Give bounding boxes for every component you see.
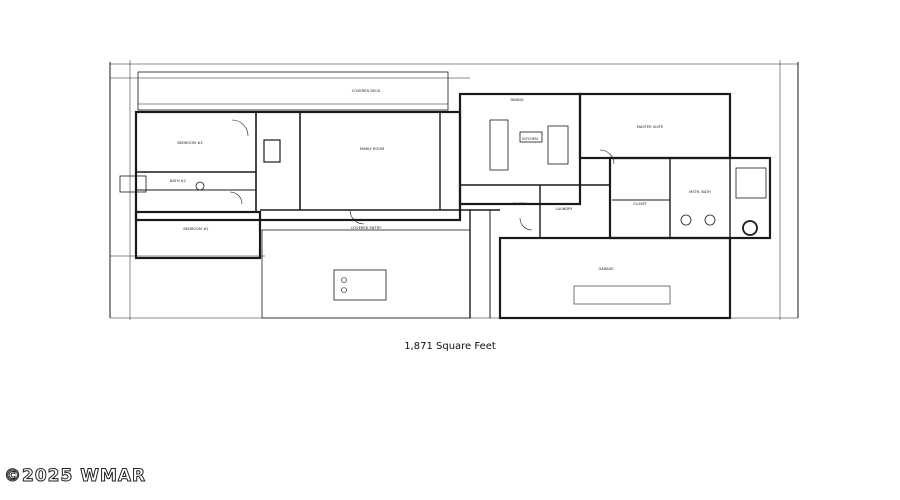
door-swing (349, 209, 365, 225)
room-label-closet: CLOSET (633, 202, 648, 206)
room-label-covered-entry: COVERED ENTRY (351, 226, 382, 230)
copyright-watermark: ©2025 WMAR (3, 466, 147, 487)
door-swing (231, 119, 249, 137)
legend-box (333, 269, 387, 301)
room-label-bedroom-2: BEDROOM #2 (183, 227, 208, 231)
garage-wall (498, 236, 732, 320)
room-label-bedroom-3: BEDROOM #3 (177, 141, 202, 145)
kitchen-island (547, 125, 569, 165)
kitchen-sink (519, 131, 543, 143)
room-label-master-suite: MASTER SUITE (637, 125, 664, 129)
toilet (195, 181, 205, 191)
water-heater (742, 220, 758, 236)
door-swing (599, 149, 615, 165)
plan-linework (109, 60, 799, 320)
room-label-bath-2: BATH #2 (170, 179, 186, 183)
sink (680, 214, 692, 226)
square-footage-caption: 1,871 Square Feet (404, 341, 496, 352)
room-label-dining: DINING (510, 98, 523, 102)
fireplace (263, 139, 281, 163)
entry-outline (261, 229, 471, 319)
room-label-kitchen: KITCHEN (522, 137, 538, 141)
door-swing (229, 191, 243, 205)
sink (704, 214, 716, 226)
door-swing (519, 217, 533, 231)
room-label-pantry: PANTRY (513, 202, 528, 206)
legend-symbol (341, 287, 347, 293)
room-label-laundry: LAUNDRY (555, 207, 573, 211)
note-box (573, 285, 671, 305)
shower (735, 167, 767, 199)
room-label-garage: GARAGE (598, 267, 614, 271)
kitchen-counter (489, 119, 509, 171)
kitchen-wing-wall (458, 92, 582, 206)
bedroom-2-wall (134, 210, 262, 260)
room-label-family-room: FAMILY ROOM (360, 147, 384, 151)
room-label-covered-deck: COVERED DECK (352, 89, 381, 93)
main-wing-wall (134, 110, 462, 222)
bathtub (119, 175, 147, 193)
room-label-master-bath: MSTR. BATH (689, 190, 711, 194)
room-labels: COVERED DECK DINING KITCHEN MASTER SUITE… (170, 89, 711, 271)
deck-outline (137, 71, 449, 111)
legend-symbol (341, 277, 347, 283)
